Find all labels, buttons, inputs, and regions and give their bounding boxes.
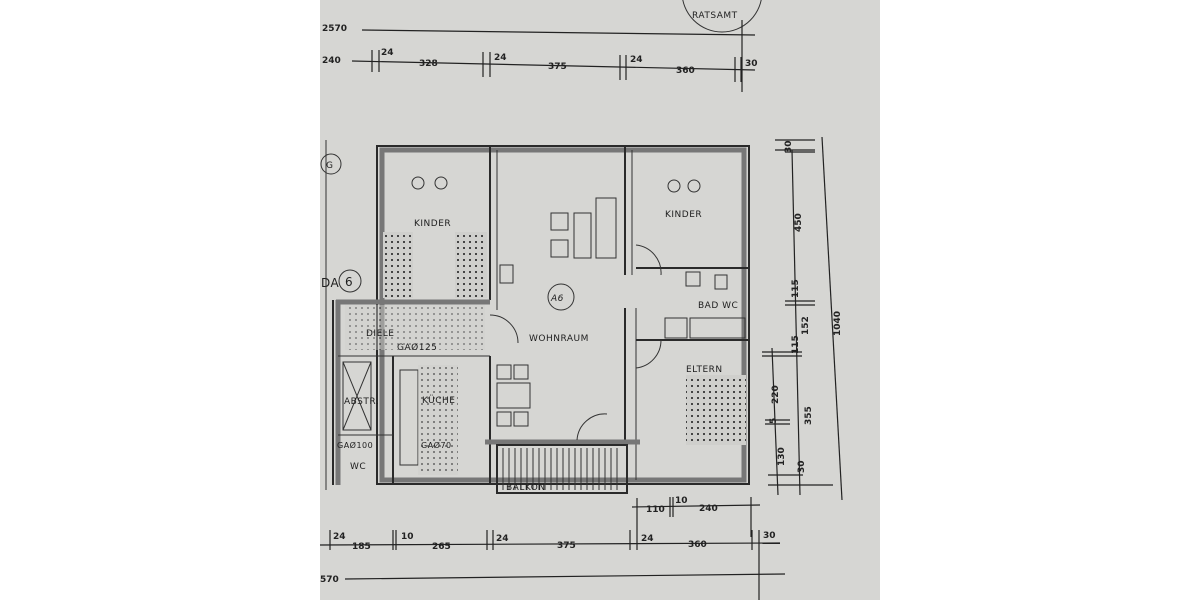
dim-right-seg: 30 — [797, 460, 807, 473]
dim-bottom-seg: 185 — [352, 542, 371, 552]
unit-marker: A6 — [550, 294, 564, 304]
dim-top-seg: 328 — [419, 59, 438, 69]
label-diele: DIELE — [366, 329, 394, 339]
dim-right-seg: 355 — [804, 406, 814, 425]
dim-top-seg: 360 — [676, 66, 695, 76]
dim-top-seg: 24 — [630, 55, 643, 65]
label-kinder-left: KINDER — [414, 219, 451, 229]
dim-right-total: 1040 — [833, 311, 843, 336]
label-kueche: KÜCHE — [422, 395, 456, 406]
dim-bottom-seg: 10 — [401, 532, 414, 542]
stamp: RATSAMT — [682, 0, 762, 33]
dimension-top: 2570 240 24 328 24 375 24 360 30 — [322, 20, 758, 92]
dimension-bottom: 110 10 240 24 185 10 265 24 375 24 360 3… — [319, 496, 786, 600]
dim-bottom-seg: 375 — [557, 541, 576, 551]
dim-bottom-sub: 10 — [675, 496, 688, 506]
label-balkon: BALKON — [506, 483, 546, 493]
dim-bottom-sub: 240 — [699, 504, 718, 514]
label-abstr: ABSTR. — [344, 397, 379, 407]
dim-right-seg: 30 — [784, 140, 794, 153]
label-eltern: ELTERN — [686, 365, 723, 375]
dim-top-seg: 240 — [322, 56, 341, 66]
label-bad-wc: BAD WC — [698, 301, 738, 311]
dim-bottom-seg: 24 — [333, 532, 346, 542]
dim-right-inner: 130 — [777, 447, 787, 466]
dimension-right: 30 450 115 152 115 355 30 220 5 130 1040 — [762, 136, 843, 501]
label-wohnraum: WOHNRAUM — [529, 334, 589, 344]
balcony-railing — [502, 448, 618, 490]
dim-bottom-total: 570 — [320, 575, 339, 585]
dim-bottom-seg: 360 — [688, 540, 707, 550]
label-kueche-note: GAØ70 — [421, 440, 452, 450]
room-labels: KINDER KINDER BAD WC A6 WOHNRAUM DIELE G… — [320, 153, 738, 493]
dim-right-seg: 115 — [791, 335, 801, 354]
stamp-text: RATSAMT — [692, 11, 738, 21]
entrance-marker: 6 — [345, 275, 353, 289]
dim-right-seg: 450 — [794, 213, 804, 232]
dim-right-seg: 115 — [791, 279, 801, 298]
dim-top-seg: 375 — [548, 62, 567, 72]
label-kinder-right: KINDER — [665, 210, 702, 220]
dim-right-inner: 220 — [771, 385, 781, 404]
dim-top-total: 2570 — [322, 24, 347, 34]
label-wc-note: GAØ100 — [337, 440, 373, 450]
label-diele-note: GAØ125 — [397, 342, 437, 353]
dim-bottom-seg: 30 — [763, 531, 776, 541]
dim-bottom-seg: 24 — [641, 534, 654, 544]
label-wc: WC — [350, 462, 366, 472]
dim-bottom-seg: 265 — [432, 542, 451, 552]
furniture — [342, 176, 746, 475]
dim-top-seg: 24 — [381, 48, 394, 58]
stair-marker: G — [326, 161, 333, 171]
dim-top-seg: 24 — [494, 53, 507, 63]
dim-bottom-seg: 24 — [496, 534, 509, 544]
dim-top-seg: 30 — [745, 59, 758, 69]
dim-right-inner: 5 — [769, 418, 779, 424]
dim-bottom-sub: 110 — [646, 505, 665, 515]
dim-right-seg: 152 — [801, 316, 811, 335]
entrance-label: DA — [321, 276, 340, 290]
